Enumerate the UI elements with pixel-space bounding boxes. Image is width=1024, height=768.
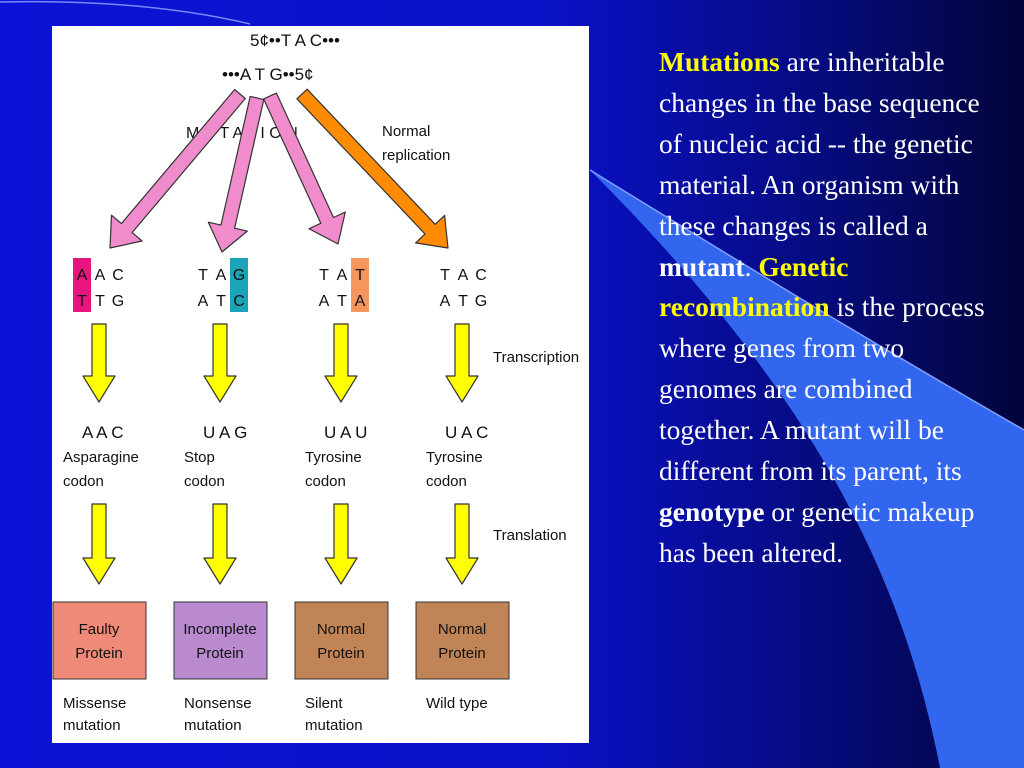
dna-bottom-base-1-2: T — [95, 293, 105, 310]
transcription-arrow-2 — [203, 323, 237, 403]
codon-name-4: Tyrosine — [426, 449, 483, 466]
protein-box-3 — [294, 601, 389, 680]
text-run-4: or genetic makeup has been altered. — [659, 495, 975, 568]
keyword-genotype: genotype — [659, 495, 765, 527]
protein-label-1: Protein — [75, 645, 123, 662]
protein-name-1: Faulty — [79, 621, 120, 638]
dna-top-base-2-3: G — [233, 267, 245, 284]
codon-name-2: Stop — [184, 449, 215, 466]
mutation-arrow-3 — [263, 92, 346, 245]
protein-label-2: Protein — [196, 645, 244, 662]
protein-name-3: Normal — [317, 621, 365, 638]
mutation-type-line2-2: mutation — [184, 717, 242, 734]
text-run-2: . — [744, 250, 759, 282]
strand-top-label: 5¢••T A C••• — [250, 31, 340, 50]
transcription-arrow-3 — [324, 323, 358, 403]
dna-highlight-1 — [73, 258, 91, 312]
dna-bottom-base-2-2: T — [216, 293, 226, 310]
mutation-type-1: Missense — [63, 695, 126, 712]
dna-top-base-3-3: T — [355, 267, 365, 284]
top-arc-line — [0, 0, 251, 25]
codon-name-1: Asparagine — [63, 449, 139, 466]
codon-label-3: codon — [305, 473, 346, 490]
dna-bottom-base-4-2: T — [458, 293, 468, 310]
translation-arrow-1 — [82, 503, 116, 585]
strand-bottom-label: •••A T G••5¢ — [222, 65, 314, 84]
light-blue-swoosh — [590, 170, 1024, 768]
codon-4: U A C — [445, 423, 488, 442]
normal-replication-label-line2: replication — [382, 147, 450, 164]
codon-2: U A G — [203, 423, 247, 442]
codon-label-4: codon — [426, 473, 467, 490]
body-paragraph: Mutations are inheritable changes in the… — [659, 42, 989, 574]
dna-top-base-1-3: C — [112, 267, 124, 284]
protein-label-3: Protein — [317, 645, 365, 662]
dna-top-base-2-1: T — [198, 267, 208, 284]
dna-bottom-base-4-3: G — [475, 293, 487, 310]
dna-top-base-3-1: T — [319, 267, 329, 284]
translation-arrow-3 — [324, 503, 358, 585]
translation-arrow-4 — [445, 503, 479, 585]
swoosh-highlight-line — [589, 169, 1024, 431]
keyword-mutations: Mutations — [659, 46, 780, 77]
dna-bottom-base-1-1: T — [77, 293, 87, 310]
text-run-1: are inheritable changes in the base sequ… — [659, 46, 980, 241]
protein-box-2 — [173, 601, 268, 680]
dna-top-base-2-2: A — [216, 267, 227, 284]
transcription-label: Transcription — [493, 349, 579, 366]
mutation-diagram: 5¢••T A C••••••A T G••5¢M U T A T I O NN… — [52, 26, 589, 743]
protein-name-2: Incomplete — [183, 621, 256, 638]
transcription-arrow-4 — [445, 323, 479, 403]
normal-replication-label-line1: Normal — [382, 123, 430, 140]
dna-highlight-2 — [230, 258, 248, 312]
translation-label: Translation — [493, 527, 567, 544]
dna-bottom-base-3-3: A — [355, 293, 366, 310]
mutation-arrow-2 — [207, 95, 265, 253]
dna-top-base-4-3: C — [475, 267, 487, 284]
text-run-3: is the process where genes from two geno… — [659, 291, 985, 487]
replication-arrow — [296, 88, 449, 249]
protein-label-4: Protein — [438, 645, 486, 662]
mutation-arrow-1 — [109, 88, 246, 249]
dna-bottom-base-1-3: G — [112, 293, 124, 310]
dna-top-base-1-2: A — [95, 267, 106, 284]
codon-label-2: codon — [184, 473, 225, 490]
mutation-type-line2-3: mutation — [305, 717, 363, 734]
codon-name-3: Tyrosine — [305, 449, 362, 466]
dna-bottom-base-3-2: T — [337, 293, 347, 310]
protein-box-1 — [52, 601, 147, 680]
codon-1: A A C — [82, 423, 124, 442]
translation-arrow-2 — [203, 503, 237, 585]
protein-name-4: Normal — [438, 621, 486, 638]
transcription-arrow-1 — [82, 323, 116, 403]
keyword-genetic-recombination: Genetic recombination — [659, 250, 849, 323]
diagram-canvas: 5¢••T A C••••••A T G••5¢M U T A T I O NN… — [52, 31, 579, 734]
codon-label-1: codon — [63, 473, 104, 490]
mutation-type-line2-1: mutation — [63, 717, 121, 734]
dna-bottom-base-4-1: A — [440, 293, 451, 310]
dna-top-base-3-2: A — [337, 267, 348, 284]
dna-bottom-base-3-1: A — [319, 293, 330, 310]
mutation-type-2: Nonsense — [184, 695, 252, 712]
dna-top-base-4-1: T — [440, 267, 450, 284]
keyword-mutant: mutant — [659, 250, 745, 282]
mutation-type-4: Wild type — [426, 695, 488, 712]
protein-box-4 — [415, 601, 510, 680]
dna-bottom-base-2-3: C — [233, 293, 245, 310]
codon-3: U A U — [324, 423, 367, 442]
dna-top-base-1-1: A — [77, 267, 88, 284]
dna-highlight-3 — [351, 258, 369, 312]
mutation-type-3: Silent — [305, 695, 343, 712]
dna-top-base-4-2: A — [458, 267, 469, 284]
dna-bottom-base-2-1: A — [198, 293, 209, 310]
